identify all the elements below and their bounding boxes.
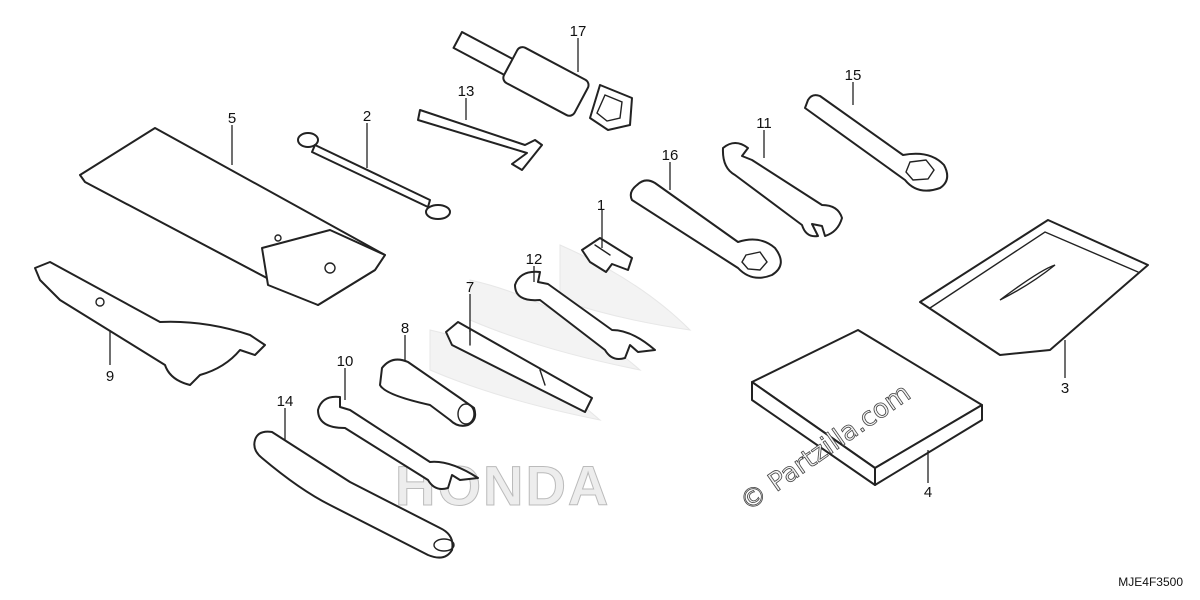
diagram-code: MJE4F3500 (1118, 575, 1183, 589)
part-11-wrench (721, 142, 843, 238)
leader-lines (109, 38, 1066, 483)
part-1-fuse-puller (581, 237, 633, 273)
part-7-screwdriver-shaft (445, 321, 593, 413)
label-part-16: 16 (662, 147, 679, 164)
part-3-pouch (919, 219, 1149, 356)
part-number-labels: 1 2 3 4 5 7 8 9 10 11 12 13 14 15 16 17 (106, 23, 1069, 501)
part-4-manual (751, 329, 983, 486)
part-2-handle-bar (297, 132, 451, 220)
label-part-17: 17 (570, 23, 587, 40)
label-part-11: 11 (756, 115, 772, 132)
part-14-grip-sleeve (253, 430, 455, 559)
part-17-plug-wrench (452, 31, 633, 131)
label-part-9: 9 (106, 368, 114, 385)
label-part-4: 4 (924, 484, 932, 501)
part-9-hook-spanner (34, 261, 266, 386)
part-15-ring-spanner (804, 94, 949, 192)
label-part-3: 3 (1061, 380, 1069, 397)
label-part-1: 1 (597, 197, 605, 214)
part-16-box-spanner (629, 179, 782, 279)
part-5-tool-bag (79, 127, 386, 306)
label-part-7: 7 (466, 279, 474, 296)
part-8-screwdriver-handle (379, 358, 477, 427)
label-part-8: 8 (401, 320, 409, 337)
label-part-15: 15 (845, 67, 862, 84)
label-part-13: 13 (458, 83, 475, 100)
label-part-5: 5 (228, 110, 236, 127)
label-part-10: 10 (337, 353, 354, 370)
label-part-12: 12 (526, 251, 543, 268)
label-part-2: 2 (363, 108, 371, 125)
part-10-wrench (317, 395, 479, 490)
label-part-14: 14 (277, 393, 294, 410)
part-13-hex-key (417, 109, 543, 171)
